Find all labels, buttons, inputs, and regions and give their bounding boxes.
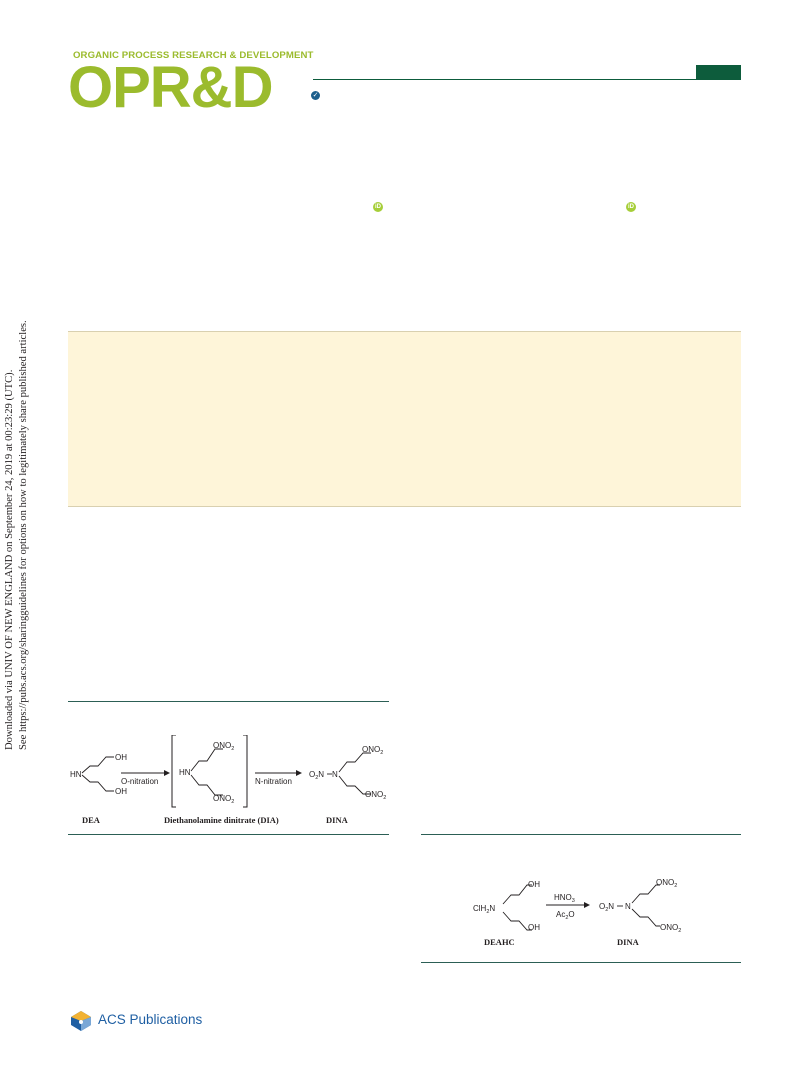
checkmark-badge-icon: ✓ bbox=[311, 91, 320, 100]
orcid-icon[interactable]: iD bbox=[373, 202, 383, 212]
dina-ono2-top: ONO2 bbox=[656, 878, 677, 889]
scheme2-bottom-rule bbox=[421, 962, 741, 963]
acs-hexagon-logo-icon bbox=[71, 1011, 91, 1031]
scheme1-top-rule bbox=[68, 701, 389, 702]
dina-n-label: N bbox=[332, 770, 338, 779]
dina-o2n-label: O2N bbox=[599, 902, 614, 913]
scheme2-reaction: ClH2N OH OH HNO3 Ac2O O2N N ONO2 ONO2 DE… bbox=[473, 878, 681, 947]
reagent-hno3: HNO3 bbox=[554, 893, 575, 904]
header-rule bbox=[313, 79, 741, 80]
orcid-icon[interactable]: iD bbox=[626, 202, 636, 212]
dia-ono2-bottom: ONO2 bbox=[213, 794, 234, 805]
deahc-oh-top: OH bbox=[528, 880, 540, 889]
deahc-cih2n-label: ClH2N bbox=[473, 904, 495, 915]
abstract-box bbox=[68, 332, 741, 506]
arrow2-label: N-nitration bbox=[255, 777, 292, 786]
scheme2-top-rule bbox=[421, 834, 741, 835]
scheme1-bottom-rule bbox=[68, 834, 389, 835]
download-note-line-2: See https://pubs.acs.org/sharingguidelin… bbox=[18, 320, 29, 750]
caption-dia: Diethanolamine dinitrate (DIA) bbox=[164, 815, 279, 825]
caption-dea: DEA bbox=[82, 815, 101, 825]
journal-kicker: ORGANIC PROCESS RESEARCH & DEVELOPMENT bbox=[73, 50, 314, 61]
scheme1-reaction: HN OH OH O-nitration HN ONO2 ONO2 N-nitr… bbox=[70, 735, 386, 825]
download-note: Downloaded via UNIV OF NEW ENGLAND on Se… bbox=[3, 320, 47, 750]
header-color-tab bbox=[696, 65, 741, 80]
arrow1-label: O-nitration bbox=[121, 777, 158, 786]
caption-deahc: DEAHC bbox=[484, 937, 515, 947]
dea-oh-top: OH bbox=[115, 753, 127, 762]
dina-ono2-bottom: ONO2 bbox=[660, 923, 681, 934]
dea-hn-label: HN bbox=[70, 770, 82, 779]
journal-logo: OPR&D bbox=[68, 55, 273, 120]
dina-ono2-top: ONO2 bbox=[362, 745, 383, 756]
caption-dina: DINA bbox=[326, 815, 349, 825]
dia-ono2-top: ONO2 bbox=[213, 741, 234, 752]
caption-dina: DINA bbox=[617, 937, 640, 947]
dina-ono2-bottom: ONO2 bbox=[365, 790, 386, 801]
dina-n-label: N bbox=[625, 902, 631, 911]
dia-hn-label: HN bbox=[179, 768, 191, 777]
download-note-line-1: Downloaded via UNIV OF NEW ENGLAND on Se… bbox=[4, 369, 15, 750]
reagent-ac2o: Ac2O bbox=[556, 910, 575, 921]
deahc-oh-bottom: OH bbox=[528, 923, 540, 932]
abstract-bottom-rule bbox=[68, 506, 741, 507]
dea-oh-bottom: OH bbox=[115, 787, 127, 796]
dina-o2n-label: O2N bbox=[309, 770, 324, 781]
abstract-top-rule bbox=[68, 331, 741, 332]
acs-publications-text: ACS Publications bbox=[98, 1012, 203, 1027]
